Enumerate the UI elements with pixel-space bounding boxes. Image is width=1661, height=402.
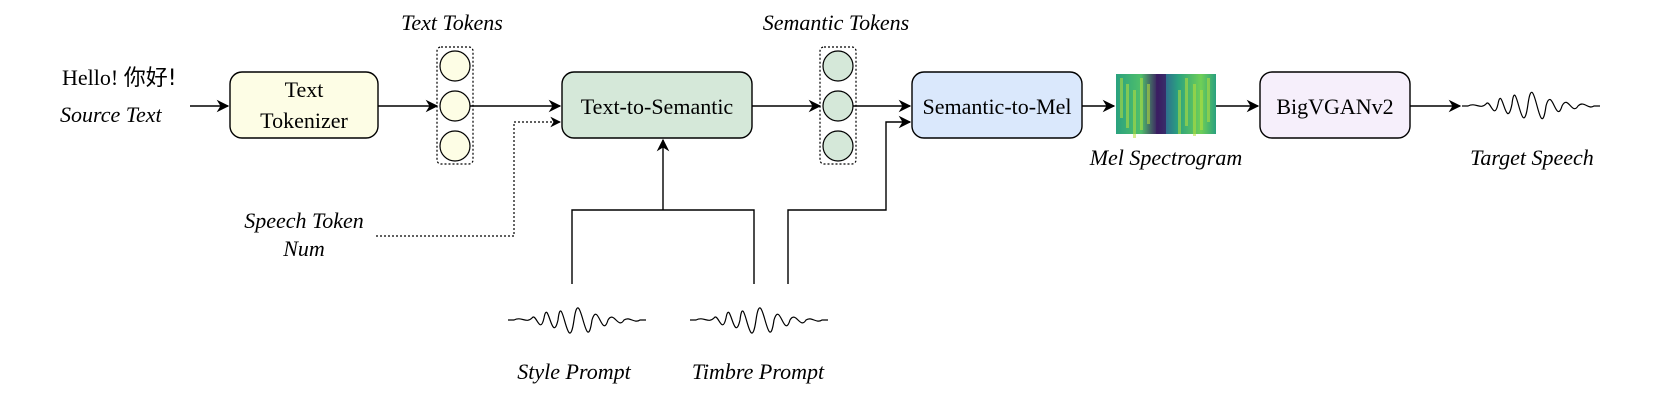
spectrogram-streak — [1193, 84, 1196, 136]
spectrogram-streak — [1120, 78, 1123, 118]
mel-spectrogram-caption: Mel Spectrogram — [1089, 145, 1243, 170]
semantic-to-mel-label: Semantic-to-Mel — [922, 94, 1071, 119]
text-token — [439, 50, 471, 82]
spectrogram-silence-band — [1156, 74, 1166, 134]
vocoder-label: BigVGANv2 — [1276, 94, 1393, 119]
text-tokenizer-box — [229, 71, 379, 139]
semantic-token — [822, 90, 854, 122]
spectrogram-streak — [1200, 90, 1203, 130]
text-tokenizer-node: Text Tokenizer — [229, 71, 379, 139]
source-text-caption: Source Text — [60, 102, 163, 127]
timbre-prompt-caption: Timbre Prompt — [692, 359, 825, 384]
text-token — [439, 130, 471, 162]
style-prompt-caption: Style Prompt — [517, 359, 631, 384]
semantic-tokens-caption: Semantic Tokens — [763, 10, 909, 35]
spectrogram-streak — [1147, 84, 1150, 124]
spectrogram-streak — [1207, 78, 1210, 122]
timbre-prompt-waveform-icon — [690, 307, 828, 334]
text-tokens-caption: Text Tokens — [401, 10, 503, 35]
vocoder-box — [1259, 71, 1411, 139]
target-speech-waveform-icon — [1462, 91, 1600, 120]
edge-speech-token-num-to-t2s — [376, 116, 562, 237]
spectrogram-streak — [1178, 90, 1181, 134]
text-tokens-group — [436, 46, 474, 165]
vocoder-node: BigVGANv2 — [1259, 71, 1411, 139]
spectrogram-streak — [1133, 90, 1136, 138]
spectrogram-streak — [1185, 78, 1188, 126]
mel-spectrogram-image — [1116, 74, 1216, 138]
spectrogram-streak — [1126, 84, 1129, 128]
source-text-sample: Hello! 你好! — [62, 65, 177, 91]
text-to-semantic-node: Text-to-Semantic — [561, 71, 753, 139]
text-to-semantic-label: Text-to-Semantic — [581, 94, 734, 119]
semantic-token — [822, 130, 854, 162]
edge-prompts-to-t2s — [571, 140, 755, 284]
semantic-tokens-group — [819, 46, 857, 165]
style-prompt-waveform-icon — [508, 307, 646, 334]
text-tokenizer-label-line2: Tokenizer — [260, 108, 348, 133]
spectrogram-streak — [1140, 78, 1143, 130]
speech-token-num-label-line1: Speech Token — [244, 208, 364, 233]
speech-token-num-label-line2: Num — [282, 236, 325, 261]
semantic-to-mel-box — [911, 71, 1083, 139]
text-token — [439, 90, 471, 122]
target-speech-caption: Target Speech — [1470, 145, 1594, 170]
text-tokenizer-label-line1: Text — [285, 77, 324, 102]
semantic-to-mel-node: Semantic-to-Mel — [911, 71, 1083, 139]
edge-timbre-to-s2m — [787, 115, 912, 284]
semantic-token — [822, 50, 854, 82]
